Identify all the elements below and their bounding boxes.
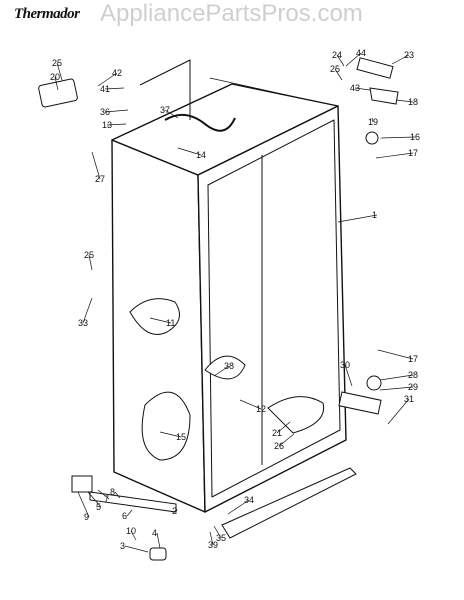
callout-number: 5	[96, 502, 101, 512]
callout-number: 23	[404, 50, 414, 60]
callout-leader	[213, 525, 222, 539]
callout-number: 35	[216, 533, 226, 543]
callout-leader	[87, 491, 102, 508]
callout-leader	[88, 254, 93, 271]
callout-number: 37	[160, 105, 170, 115]
callout-number: 2	[172, 506, 177, 516]
callout-leader	[336, 54, 345, 67]
callout-leader	[130, 530, 137, 541]
callout-leader	[82, 297, 93, 324]
callout-number: 4	[152, 528, 157, 538]
callout-number: 16	[410, 132, 420, 142]
callout-leader	[156, 532, 161, 549]
callout-leader	[337, 214, 378, 223]
callout-number: 28	[408, 370, 418, 380]
callout-number: 9	[84, 512, 89, 522]
callout-leader	[334, 68, 343, 81]
callout-number: 17	[408, 148, 418, 158]
callout-number: 1	[372, 210, 377, 220]
parts	[38, 57, 399, 561]
callout-number: 25	[84, 250, 94, 260]
callout-leader	[159, 431, 182, 438]
callout-number: 21	[272, 428, 282, 438]
callout-number: 3	[120, 541, 125, 551]
callout-leader	[177, 147, 202, 156]
callout-number: 17	[408, 354, 418, 364]
callout-number: 14	[196, 150, 206, 160]
callout-leader	[354, 87, 371, 91]
callout-number: 18	[408, 97, 418, 107]
callout-leader	[104, 87, 125, 90]
callout-leader	[344, 364, 353, 387]
callout-number: 36	[100, 107, 110, 117]
callout-number: 25	[330, 64, 340, 74]
callout-leader	[379, 374, 414, 381]
callout-number: 26	[274, 441, 284, 451]
callout-number: 41	[100, 84, 110, 94]
callout-number: 33	[78, 318, 88, 328]
callout-number: 12	[256, 404, 266, 414]
callout-leader	[375, 152, 414, 159]
callout-leader	[345, 52, 362, 67]
callout-leader	[227, 499, 250, 515]
callout-leader	[104, 109, 129, 113]
callout-leader	[379, 386, 414, 391]
callout-number: 39	[208, 540, 218, 550]
callout-number: 38	[224, 361, 234, 371]
callout-number: 8	[110, 487, 115, 497]
callout-number: 13	[102, 120, 112, 130]
callout-leader	[278, 433, 295, 447]
callout-leader	[175, 507, 178, 512]
callout-number: 30	[340, 360, 350, 370]
callout-number: 31	[404, 394, 414, 404]
callout-number: 43	[350, 83, 360, 93]
callout-leader	[124, 545, 149, 553]
callout-leader	[395, 99, 414, 103]
callout-leader	[149, 317, 172, 324]
callout-number: 11	[166, 318, 175, 328]
callout-number: 7	[104, 494, 109, 504]
callout-leader	[391, 54, 410, 65]
callout-leader	[276, 421, 291, 434]
callout-leader	[379, 136, 416, 139]
callout-leader	[97, 489, 110, 500]
callout-leader	[56, 62, 63, 81]
callout-number: 25	[52, 58, 62, 68]
callout-leader	[126, 509, 133, 517]
callout-number: 19	[368, 117, 378, 127]
callout-number: 42	[112, 68, 122, 78]
callout-number: 44	[356, 48, 366, 58]
callout-leader	[97, 72, 118, 87]
brand-logo: Thermador	[14, 6, 80, 22]
callout-number: 29	[408, 382, 418, 392]
callout-leader	[239, 399, 262, 410]
callout-number: 34	[244, 495, 254, 505]
callout-number: 20	[50, 72, 60, 82]
callout-leader	[106, 123, 127, 126]
callout-number: 6	[122, 511, 127, 521]
callout-number: 27	[95, 174, 105, 184]
callout-leader	[377, 349, 414, 360]
callout-leader	[209, 531, 214, 546]
callout-leader	[164, 109, 179, 119]
callout-leader	[77, 491, 90, 518]
watermark: AppliancePartsPros.com	[100, 0, 363, 27]
callout-number: 10	[126, 526, 136, 536]
callout-leader	[54, 76, 59, 91]
callout-number: 15	[176, 432, 186, 442]
callout-leader	[91, 151, 101, 180]
callout-leader	[371, 117, 374, 123]
callout-leader	[387, 398, 410, 425]
callout-number: 24	[332, 50, 342, 60]
callout-leader	[114, 491, 121, 499]
callout-leader	[213, 365, 230, 377]
